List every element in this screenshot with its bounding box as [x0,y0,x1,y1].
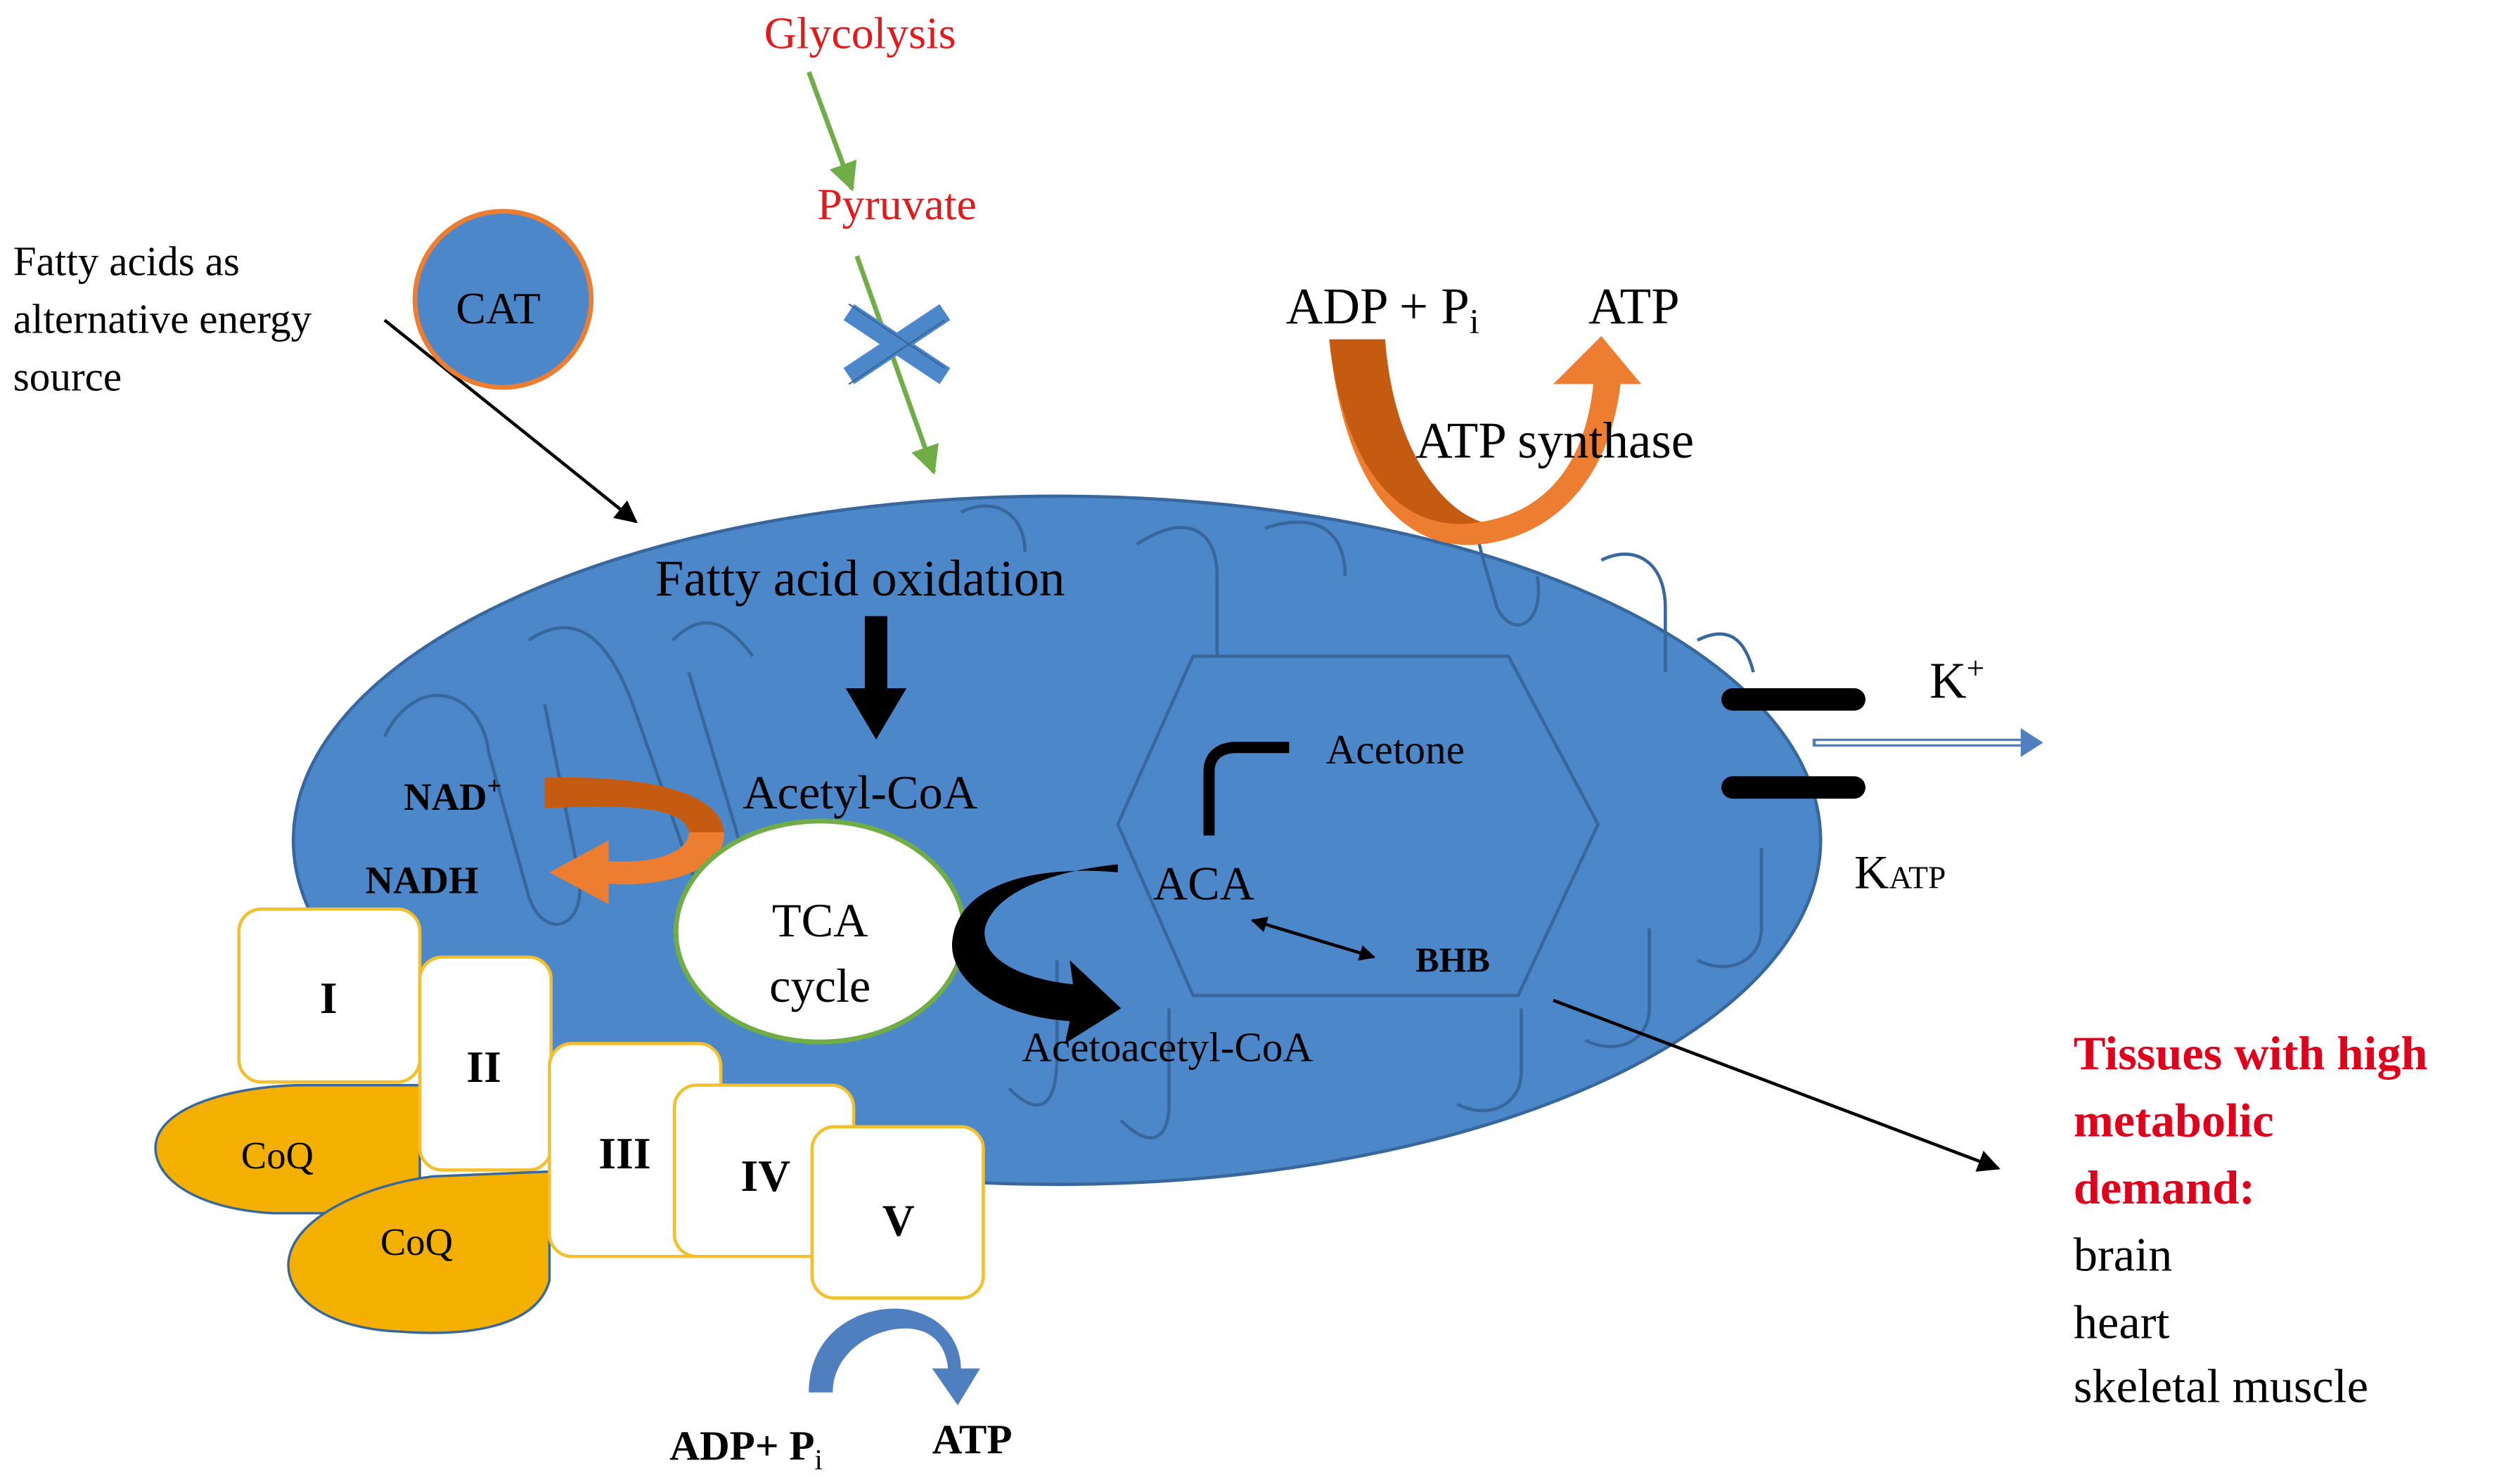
coq-1-label: CoQ [241,1134,314,1177]
tca-line2: cycle [769,959,871,1012]
complex-i: I [237,907,422,1084]
katp-channel-top [1721,688,1865,711]
bhb-label: BHB [1415,940,1490,979]
aca-to-acetone-arrow [1203,742,1290,836]
atp-synthase-arrow-shade [1329,339,1482,524]
katp-channel-bottom [1721,776,1865,799]
pyruvate-to-mito-arrow [854,255,939,475]
tca-to-acetoacetyl-arrow [951,864,1122,1044]
complex-iii-label: III [598,1128,650,1178]
nad-plus-label: NAD+ [404,771,501,818]
pyruvate-label: Pyruvate [817,179,977,229]
tissue-skeletal-muscle: skeletal muscle [2074,1359,2368,1412]
tissues-heading-line2: metabolic [2074,1093,2274,1147]
complex-ii: II [418,955,553,1172]
acetoacetyl-coa-label: Acetoacetyl-CoA [1022,1024,1313,1070]
coq-1: CoQ [154,1083,421,1215]
acetyl-coa-label: Acetyl-CoA [743,766,977,819]
bhb-to-tissues-arrow [1553,998,2001,1172]
cat-label: CAT [456,283,540,333]
tissue-brain: brain [2074,1228,2172,1282]
aca-label: ACA [1153,857,1254,910]
nad-nadh-arrow-shade [544,777,724,832]
adp-pi-bottom-label: ADP+ Pi [669,1422,823,1476]
ketone-hexagon [1116,654,1600,998]
aca-bhb-arrow [1250,917,1376,961]
fatty-acid-oxidation-arrow [845,616,907,740]
complex-iv-label: IV [740,1151,790,1201]
katp-label: KATP [1854,846,1946,899]
tissues-heading-line1: Tissues with high [2074,1026,2428,1080]
glycolysis-to-pyruvate-arrow [807,71,857,192]
complex-v-label: V [882,1196,915,1246]
acetone-label: Acetone [1326,726,1465,773]
tca-line1: TCA [772,893,868,947]
k-plus-arrow-head [2020,728,2043,757]
fatty-acids-arrow [383,318,638,524]
blocked-x-icon [843,304,951,385]
coq-2: CoQ [287,1170,551,1334]
atp-synthase-label: ATP synthase [1415,412,1694,469]
fatty-acid-oxidation-label: Fatty acid oxidation [655,550,1065,607]
complex-i-label: I [320,973,338,1023]
complex-iv: IV [672,1083,856,1258]
bottom-atp-arrow [809,1308,980,1405]
coq-2-label: CoQ [380,1220,453,1263]
mitochondrion [291,494,1823,1187]
bhb-label-bg [1402,924,1518,990]
complex-v: V [810,1125,985,1300]
blocked-x-outline [848,303,946,385]
nadh-label: NADH [366,858,479,901]
tissue-heart: heart [2074,1295,2170,1348]
cat-circle [412,209,594,390]
fatty-acids-line3: source [13,354,122,400]
adp-pi-top-label: ADP + Pi [1286,278,1479,341]
tissues-heading-line3: demand: [2074,1161,2255,1214]
fatty-acids-line1: Fatty acids as [13,238,240,285]
fatty-acids-line2: alternative energy [13,296,312,342]
atp-bottom-label: ATP [932,1416,1013,1462]
atp-top-label: ATP [1588,278,1680,335]
glycolysis-label: Glycolysis [764,8,956,58]
k-plus-label: K+ [1929,650,1984,709]
complex-ii-label: II [466,1042,501,1092]
atp-synthase-arrow [1329,336,1642,546]
